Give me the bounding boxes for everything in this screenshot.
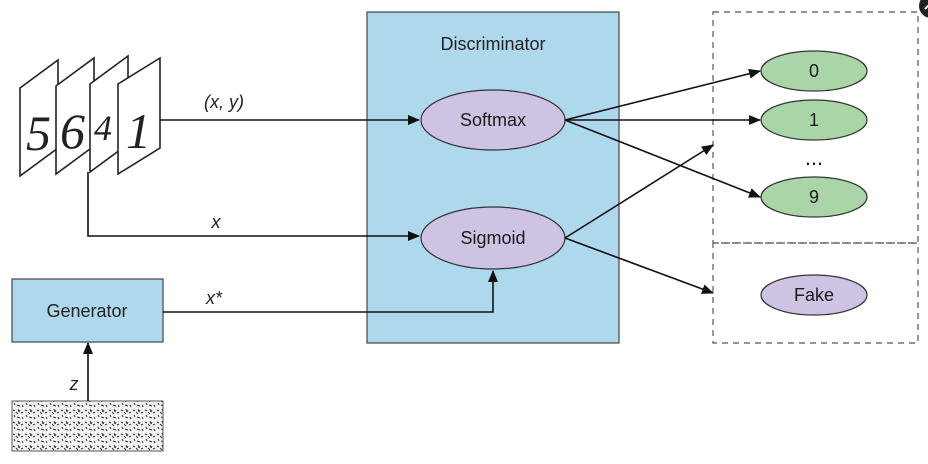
sigmoid-label: Sigmoid (460, 228, 525, 248)
fake-label: Fake (794, 285, 834, 305)
class-node-1 (760, 99, 868, 141)
edge-softmax-to-9 (564, 119, 761, 198)
discriminator-title: Discriminator (440, 34, 545, 54)
edge-sigmoid-to-fake (564, 237, 714, 294)
edge-real-input (87, 172, 420, 241)
edge-noise-label: z (69, 374, 79, 394)
generator-label: Generator (46, 301, 127, 321)
class-label-1: 1 (809, 110, 819, 130)
noise-block (11, 400, 164, 452)
edge-real-input-label: x (211, 212, 222, 232)
softmax-label: Softmax (460, 110, 526, 130)
class-node-9 (760, 176, 868, 218)
fake-node (760, 274, 868, 316)
input-image-stack: 5 6 4 1 (19, 54, 161, 178)
class-ellipsis: ... (805, 145, 823, 170)
edge-labeled-input-label: (x, y) (204, 92, 244, 112)
input-digit-2: 6 (60, 103, 85, 159)
input-image-4 (117, 56, 161, 176)
class-label-9: 9 (809, 187, 819, 207)
edge-fake-input-label: x* (205, 288, 223, 308)
class-label-0: 0 (809, 61, 819, 81)
class-node-0 (760, 50, 868, 92)
close-icon[interactable] (919, 0, 928, 18)
class-output-group (712, 11, 919, 244)
input-digit-4: 1 (126, 103, 151, 159)
input-digit-1: 5 (26, 105, 51, 161)
generator-box (11, 278, 164, 343)
input-digit-3: 4 (94, 108, 112, 148)
edge-softmax-to-0 (564, 68, 761, 121)
edge-fake-input (163, 270, 498, 313)
edge-sigmoid-to-real (564, 144, 714, 239)
fake-output-group (712, 242, 919, 344)
